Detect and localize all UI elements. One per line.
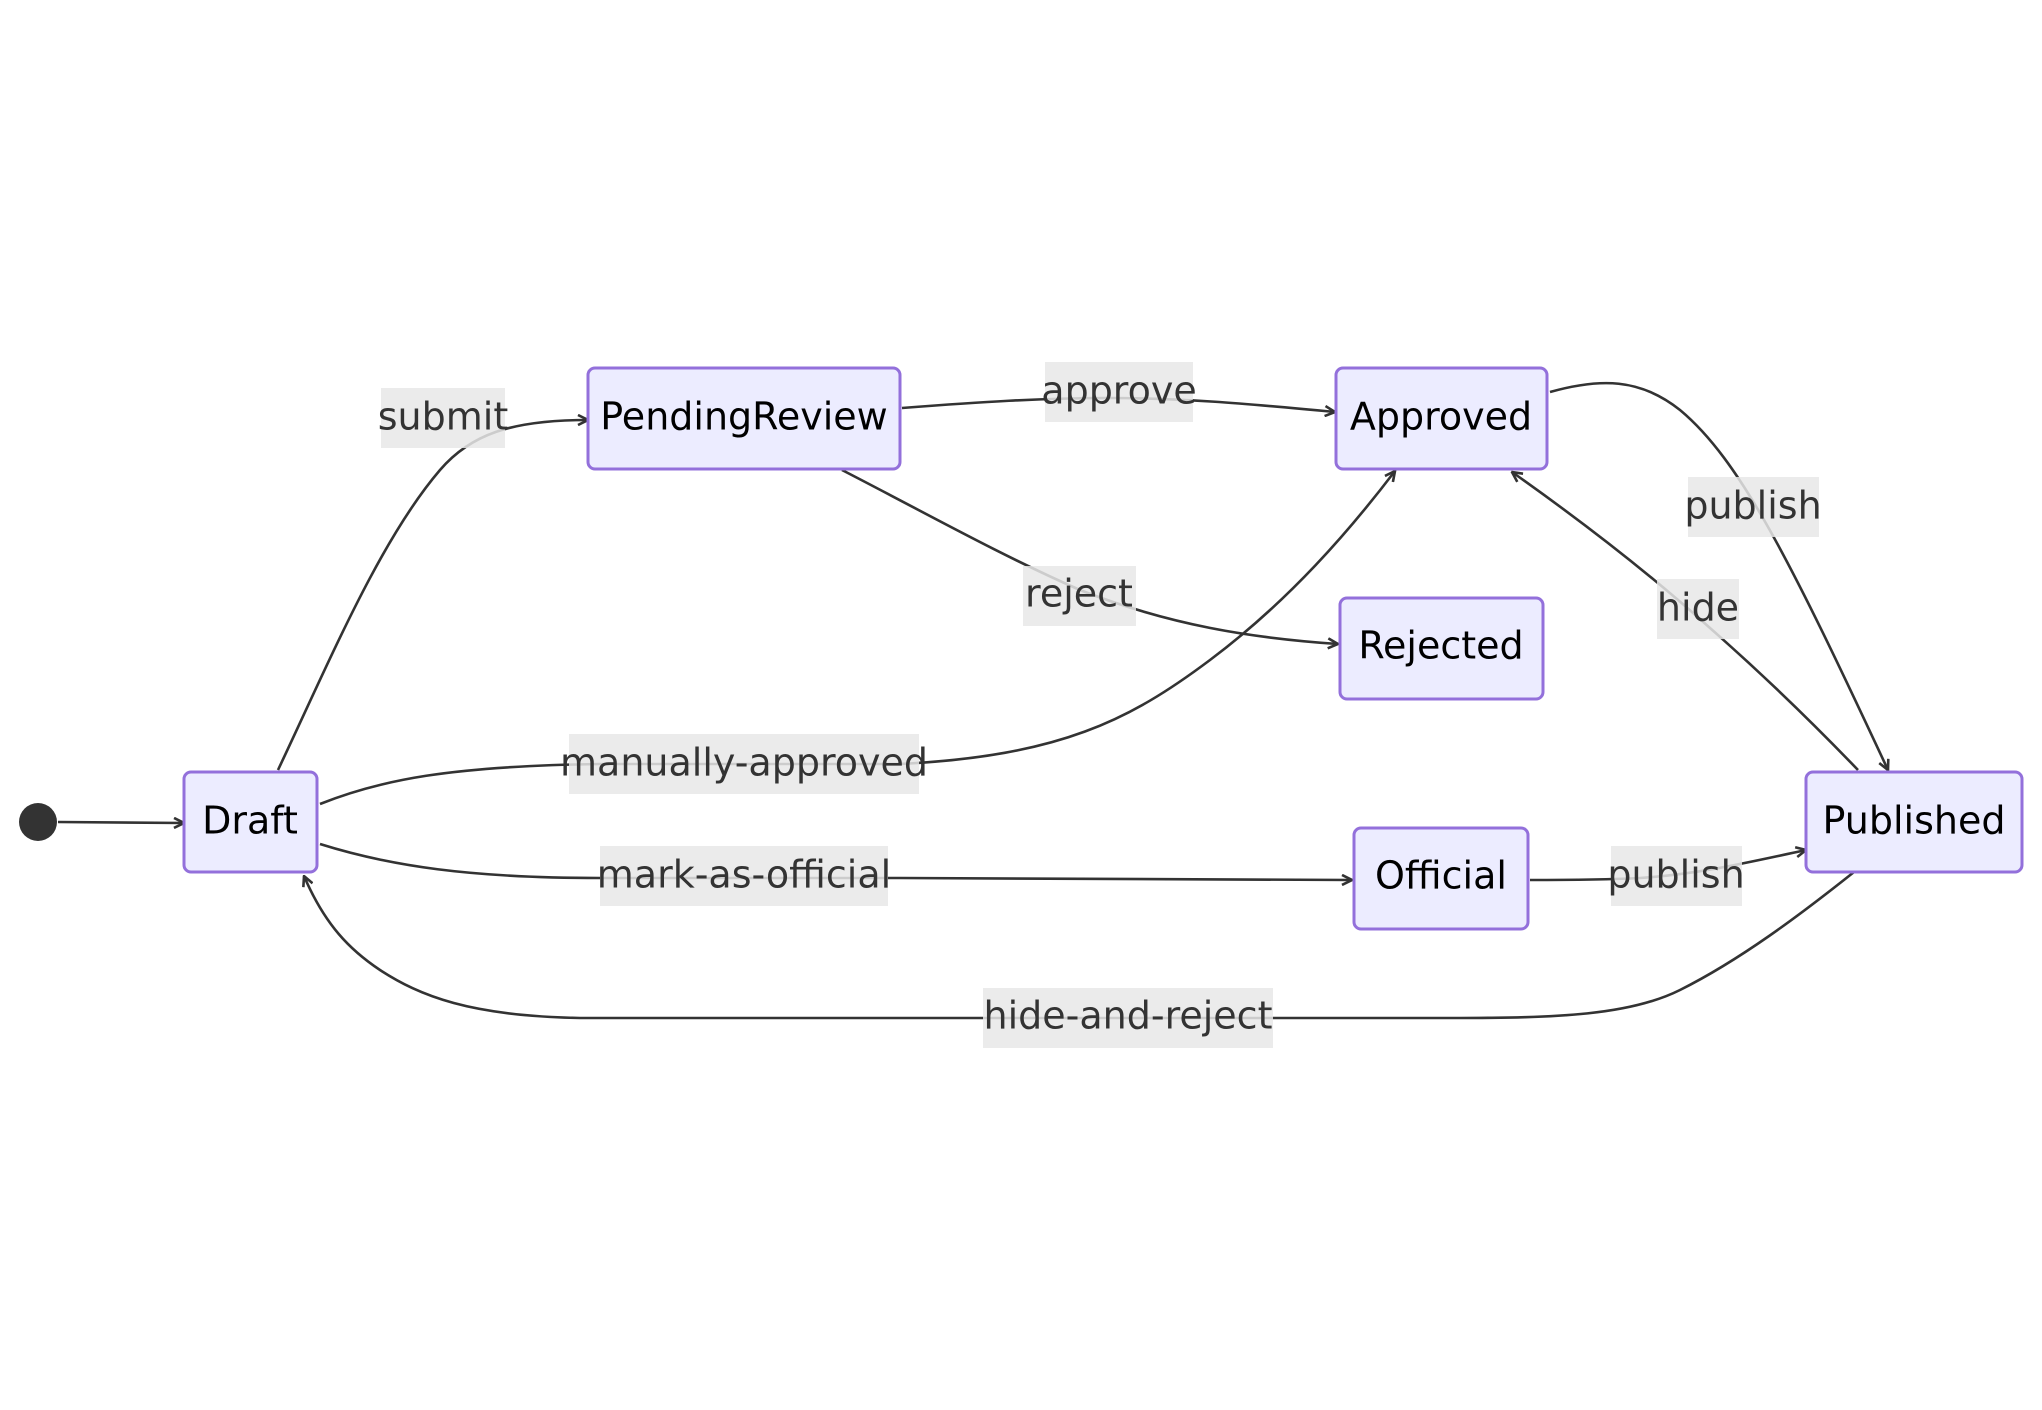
- edge-label-publish-approved: publish: [1684, 477, 1822, 537]
- edge-label-manually-approved: manually-approved: [560, 734, 928, 794]
- edge-label-mark-as-official-text: mark-as-official: [597, 853, 891, 897]
- edge-label-reject-text: reject: [1025, 572, 1133, 616]
- edge-hide-and-reject: [304, 870, 1855, 1020]
- state-draft[interactable]: Draft: [182, 770, 319, 874]
- edge-mark-as-official: [319, 842, 1352, 880]
- state-pending-review[interactable]: PendingReview: [586, 366, 902, 471]
- edge-label-publish-approved-text: publish: [1684, 484, 1821, 528]
- start-state-dot: [19, 803, 57, 841]
- edge-label-approve-text: approve: [1041, 369, 1196, 413]
- state-approved-label: Approved: [1350, 395, 1532, 439]
- state-draft-label: Draft: [202, 799, 298, 843]
- edge-label-submit: submit: [378, 388, 508, 448]
- state-rejected-label: Rejected: [1358, 624, 1523, 668]
- state-approved[interactable]: Approved: [1334, 366, 1549, 471]
- state-published[interactable]: Published: [1804, 770, 2024, 874]
- edge-label-publish-official-text: publish: [1607, 853, 1744, 897]
- edge-submit: [276, 420, 588, 771]
- edge-label-mark-as-official: mark-as-official: [597, 846, 891, 906]
- state-pending-review-label: PendingReview: [600, 395, 888, 439]
- state-rejected[interactable]: Rejected: [1338, 596, 1545, 701]
- edge-label-submit-text: submit: [378, 395, 508, 439]
- edge-manually-approved: [319, 471, 1395, 806]
- state-published-label: Published: [1823, 799, 2006, 843]
- edge-label-manually-approved-text: manually-approved: [560, 741, 928, 785]
- edge-label-hide-and-reject-text: hide-and-reject: [984, 994, 1273, 1038]
- edge-publish-approved: [1549, 381, 1888, 770]
- edge-label-publish-official: publish: [1607, 846, 1745, 906]
- edges: [57, 381, 1888, 1020]
- edge-label-hide-text: hide: [1657, 586, 1739, 630]
- state-official-label: Official: [1375, 854, 1507, 898]
- state-official[interactable]: Official: [1352, 826, 1530, 931]
- edge-label-approve: approve: [1041, 362, 1197, 422]
- edge-label-hide: hide: [1657, 579, 1739, 639]
- edge-label-hide-and-reject: hide-and-reject: [983, 988, 1273, 1048]
- edge-label-reject: reject: [1023, 566, 1136, 626]
- edge-start-to-draft: [57, 822, 184, 823]
